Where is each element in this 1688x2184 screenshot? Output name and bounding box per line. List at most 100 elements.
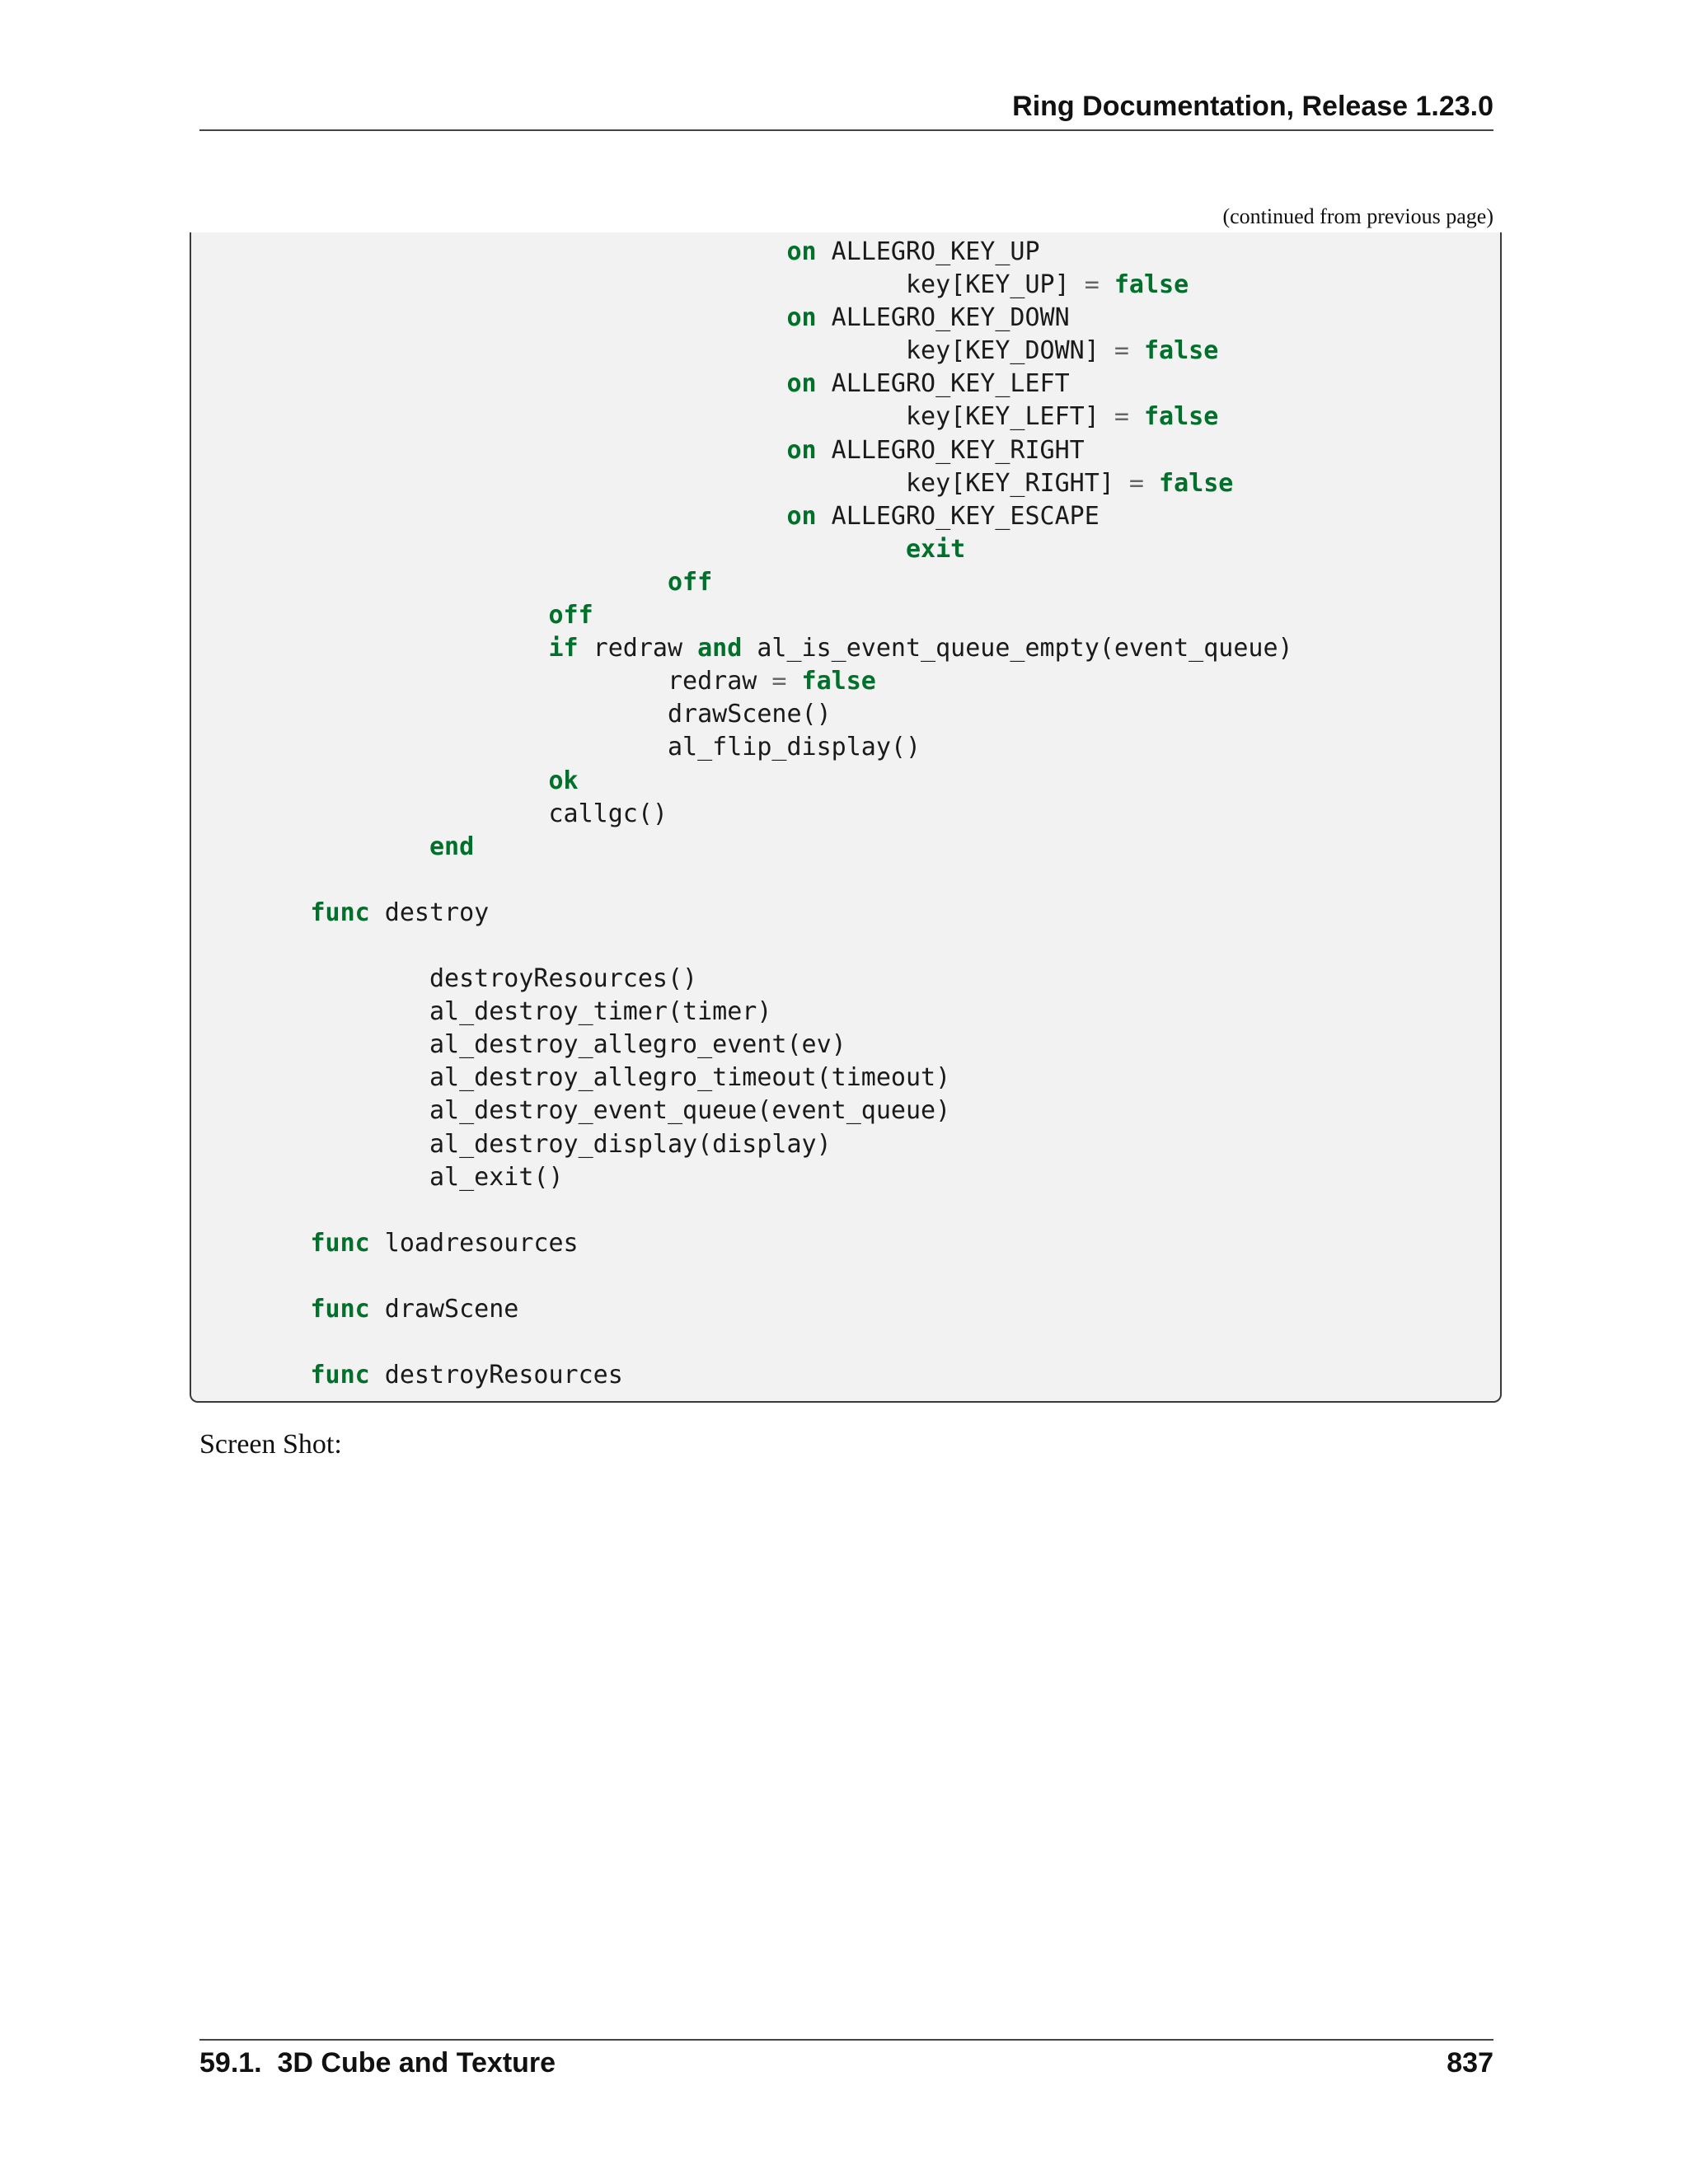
code-line: on ALLEGRO_KEY_UP — [191, 236, 1500, 269]
code-operator: = — [1114, 336, 1129, 366]
code-line: func destroyResources — [191, 1359, 1500, 1392]
code-text: key[KEY_RIGHT] — [191, 468, 1129, 498]
code-text: key[KEY_UP] — [191, 270, 1085, 300]
code-line: al_destroy_allegro_timeout(timeout) — [191, 1062, 1500, 1094]
code-text — [191, 832, 429, 861]
code-text — [191, 1295, 311, 1324]
code-text: al_destroy_allegro_event(ev) — [191, 1030, 846, 1060]
code-text — [1129, 336, 1144, 365]
code-keyword: false — [1114, 270, 1189, 300]
code-text: key[KEY_DOWN] — [191, 336, 1114, 366]
code-keyword: exit — [905, 534, 966, 564]
code-line: key[KEY_UP] = false — [191, 269, 1500, 302]
code-keyword: func — [310, 898, 370, 927]
code-text — [191, 535, 906, 564]
code-line — [191, 1326, 1500, 1359]
code-keyword: ok — [548, 766, 579, 795]
code-line: on ALLEGRO_KEY_ESCAPE — [191, 500, 1500, 533]
footer-section-title: 59.1. 3D Cube and Texture — [199, 2047, 556, 2079]
code-text — [1100, 270, 1114, 299]
code-text: redraw — [191, 667, 772, 696]
code-text: ALLEGRO_KEY_RIGHT — [816, 435, 1085, 465]
code-text — [191, 369, 786, 398]
code-line: off — [191, 566, 1500, 599]
code-operator: = — [1114, 402, 1129, 432]
code-text — [191, 1229, 311, 1258]
code-keyword: on — [786, 237, 817, 266]
code-text — [191, 568, 668, 597]
code-lines: on ALLEGRO_KEY_UP key[KEY_UP] = false on… — [191, 236, 1500, 1392]
code-text: destroy — [369, 898, 490, 927]
code-line: al_exit() — [191, 1161, 1500, 1194]
code-text — [1129, 402, 1144, 431]
code-line — [191, 1194, 1500, 1227]
code-line: drawScene() — [191, 698, 1500, 731]
code-line: al_destroy_timer(timer) — [191, 996, 1500, 1029]
code-text — [191, 898, 311, 927]
code-keyword: func — [310, 1295, 370, 1324]
code-text — [191, 634, 548, 663]
code-line — [191, 930, 1500, 963]
continued-from-previous-page-label: (continued from previous page) — [1222, 204, 1493, 228]
code-text: destroyResources — [369, 1361, 623, 1390]
code-line: al_destroy_event_queue(event_queue) — [191, 1094, 1500, 1127]
code-keyword: on — [786, 303, 817, 333]
code-text: al_is_event_queue_empty(event_queue) — [742, 634, 1293, 663]
code-line: func destroy — [191, 897, 1500, 930]
code-keyword: false — [1143, 402, 1219, 432]
code-text: al_flip_display() — [191, 733, 921, 762]
code-text: al_destroy_event_queue(event_queue) — [191, 1096, 951, 1126]
code-keyword: func — [310, 1228, 370, 1258]
code-text — [191, 1361, 311, 1390]
code-line: on ALLEGRO_KEY_LEFT — [191, 368, 1500, 401]
code-keyword: func — [310, 1361, 370, 1390]
code-line: off — [191, 599, 1500, 632]
code-operator: = — [1128, 468, 1144, 498]
code-text: al_destroy_allegro_timeout(timeout) — [191, 1063, 951, 1093]
code-line: if redraw and al_is_event_queue_empty(ev… — [191, 632, 1500, 665]
code-text — [191, 237, 786, 266]
code-line: func drawScene — [191, 1293, 1500, 1326]
code-line: redraw = false — [191, 665, 1500, 698]
running-header-title: Ring Documentation, Release 1.23.0 — [1012, 91, 1493, 122]
code-text — [1144, 469, 1159, 498]
code-line: func loadresources — [191, 1227, 1500, 1260]
code-text — [191, 502, 786, 531]
header-divider — [199, 129, 1493, 131]
code-block: on ALLEGRO_KEY_UP key[KEY_UP] = false on… — [190, 232, 1502, 1403]
code-line: al_flip_display() — [191, 731, 1500, 764]
code-line: key[KEY_LEFT] = false — [191, 401, 1500, 434]
code-text — [191, 303, 786, 332]
code-keyword: and — [697, 634, 743, 663]
code-line: key[KEY_DOWN] = false — [191, 335, 1500, 368]
code-text: callgc() — [191, 799, 668, 828]
code-text: drawScene — [369, 1295, 519, 1324]
code-text: loadresources — [369, 1228, 579, 1258]
code-keyword: false — [1159, 468, 1234, 498]
code-keyword: off — [548, 601, 593, 630]
code-text: ALLEGRO_KEY_UP — [816, 237, 1040, 266]
code-text — [786, 667, 801, 696]
footer-page-number: 837 — [1447, 2047, 1493, 2079]
code-text: ALLEGRO_KEY_DOWN — [816, 303, 1070, 333]
code-keyword: end — [429, 832, 475, 861]
code-operator: = — [771, 667, 787, 696]
code-line: ok — [191, 765, 1500, 798]
code-line: exit — [191, 533, 1500, 566]
code-keyword: false — [801, 667, 876, 696]
code-keyword: on — [786, 369, 817, 399]
code-line: end — [191, 831, 1500, 864]
code-keyword: off — [667, 567, 713, 597]
code-keyword: if — [548, 634, 579, 663]
code-line: on ALLEGRO_KEY_DOWN — [191, 302, 1500, 335]
code-keyword: false — [1143, 336, 1219, 366]
code-line: al_destroy_display(display) — [191, 1128, 1500, 1161]
code-line: al_destroy_allegro_event(ev) — [191, 1029, 1500, 1062]
code-line: callgc() — [191, 798, 1500, 831]
code-line: destroyResources() — [191, 963, 1500, 996]
code-line: key[KEY_RIGHT] = false — [191, 467, 1500, 500]
code-text: al_destroy_display(display) — [191, 1129, 832, 1159]
screenshot-label: Screen Shot: — [199, 1429, 342, 1460]
code-text: redraw — [578, 634, 698, 663]
code-keyword: on — [786, 435, 817, 465]
